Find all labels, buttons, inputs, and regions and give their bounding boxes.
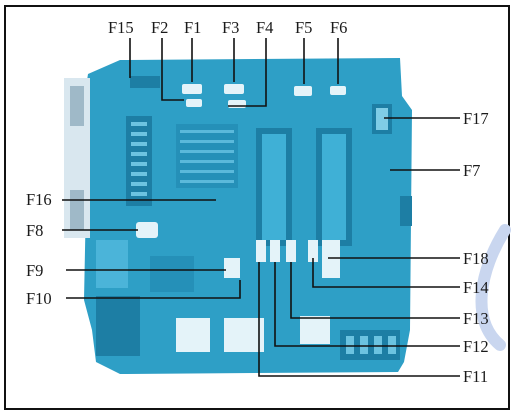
label-f1: F1 xyxy=(184,18,201,37)
label-f16: F16 xyxy=(26,190,52,209)
relay-block xyxy=(176,124,238,188)
label-f12: F12 xyxy=(463,337,489,356)
label-f3: F3 xyxy=(222,18,239,37)
bottom-socket-mid xyxy=(224,318,264,352)
f9-f10-fuses xyxy=(224,258,240,278)
label-f18: F18 xyxy=(463,249,489,268)
leader-lines xyxy=(62,38,460,377)
top-fuses xyxy=(182,84,346,108)
label-f7: F7 xyxy=(463,161,480,180)
left-connector xyxy=(126,116,152,206)
label-f5: F5 xyxy=(295,18,312,37)
bottom-socket-left xyxy=(176,318,210,352)
label-f2: F2 xyxy=(151,18,168,37)
label-f11: F11 xyxy=(463,367,488,386)
label-f13: F13 xyxy=(463,309,489,328)
fuse-labels: F15 F2 F1 F3 F4 F5 F6 F17 F7 F16 F8 F9 F… xyxy=(26,18,489,386)
label-f17: F17 xyxy=(463,109,489,128)
label-f14: F14 xyxy=(463,278,489,297)
label-f15: F15 xyxy=(108,18,134,37)
label-f6: F6 xyxy=(330,18,347,37)
f8-fuse xyxy=(136,222,158,238)
label-f10: F10 xyxy=(26,289,52,308)
watermark-arc xyxy=(475,224,511,351)
label-f8: F8 xyxy=(26,221,43,240)
label-f9: F9 xyxy=(26,261,43,280)
fuse-row xyxy=(256,240,340,278)
label-f4: F4 xyxy=(256,18,273,37)
